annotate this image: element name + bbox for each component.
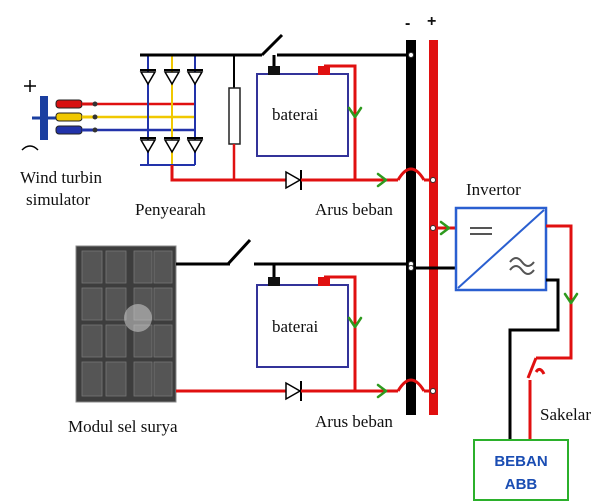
arrow-ac-out [563,292,579,305]
battery-top-label: baterai [272,105,319,124]
inverter: Invertor [416,180,579,440]
bottom-switch-blade [226,238,252,266]
rectifier-label: Penyearah [135,200,206,219]
wind-turbine-simulator: Wind turbin simulator [20,80,102,209]
bus-junctions [408,52,436,394]
dump-resistor [228,87,241,145]
solar-module: Modul sel surya [68,245,178,436]
ac-symbol [509,257,535,267]
wind-turbine-label: Wind turbin [20,168,102,187]
bus-negative-sign: - [405,15,410,32]
solar-module-label: Modul sel surya [68,417,178,436]
diode-bottom-1 [139,137,157,154]
battery-bottom-pos-terminal [318,277,330,286]
rectifier-bridge: Penyearah [135,53,262,219]
turbine-icon [21,80,39,151]
panel-reflection [124,304,152,332]
top-circuit: baterai Arus beban [170,33,429,219]
switch-contact [534,367,546,375]
switch-label: Sakelar [540,405,591,424]
bottom-circuit: baterai Arus beban [176,238,429,431]
bus-positive-sign: + [427,13,436,30]
load-label-line2: ABB [505,476,538,493]
diode-bottom-2 [163,137,181,154]
arrow-battery-bottom [347,316,363,329]
load-label-line1: BEBAN [494,453,547,470]
arrow-load-top [376,172,388,188]
load-current-top-label: Arus beban [315,200,393,219]
battery-top [256,73,349,157]
negative-bus-bar [406,40,416,415]
diode-bottom-3 [186,137,204,154]
diode-top-3 [186,69,204,86]
arrow-load-bottom [376,383,388,399]
top-blocking-diode [285,170,302,190]
wind-simulator-label: simulator [26,190,91,209]
inverter-label: Invertor [466,180,521,199]
load-current-bottom-label: Arus beban [315,412,393,431]
generator-coil-yellow [55,112,83,122]
load-box [473,439,569,501]
dc-bus: - + [405,13,438,415]
battery-top-pos-terminal [318,66,330,75]
battery-bottom [256,284,349,368]
three-phase-lines [92,101,195,133]
bottom-blocking-diode [285,381,302,401]
generator-coil-red [55,99,83,109]
diode-top-1 [139,69,157,86]
diode-top-2 [163,69,181,86]
arrow-battery-top [347,106,363,119]
generator-coil-blue [55,125,83,135]
battery-bottom-neg-terminal [268,277,280,286]
battery-bottom-label: baterai [272,317,319,336]
arrow-inverter-in [439,220,451,236]
battery-top-neg-terminal [268,66,280,75]
switch-blade [526,357,538,379]
load-section: Sakelar BEBAN ABB [473,357,591,501]
